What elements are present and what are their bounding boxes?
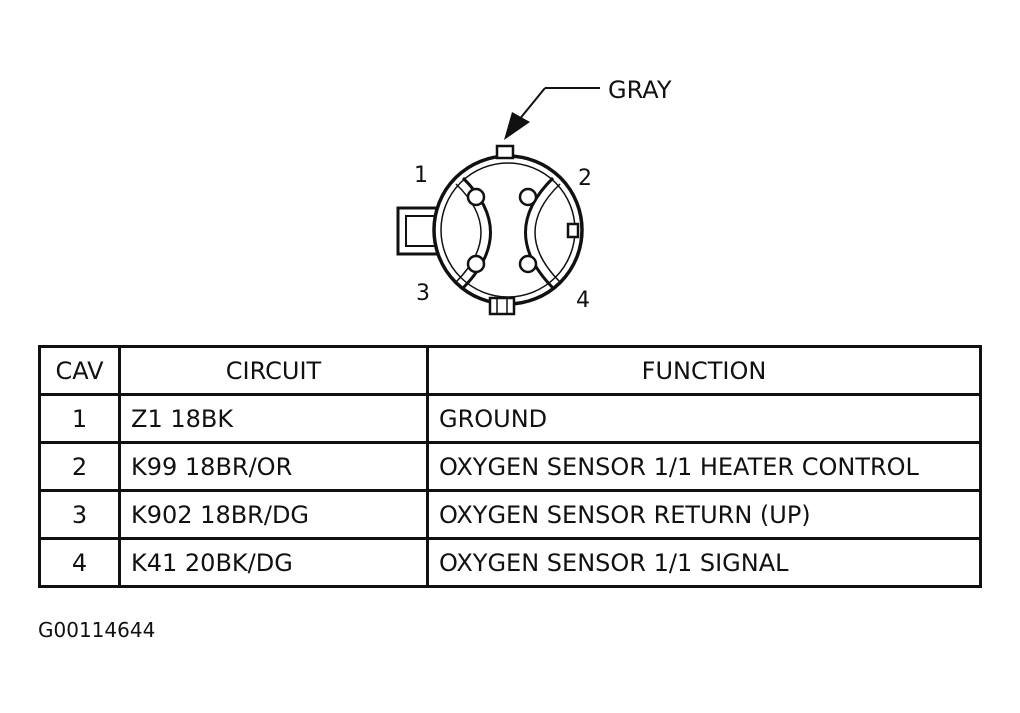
cell-cav: 4: [38, 537, 121, 588]
header-function: FUNCTION: [426, 345, 982, 396]
connector-right-key: [566, 222, 580, 239]
table-row: 4 K41 20BK/DG OXYGEN SENSOR 1/1 SIGNAL: [38, 537, 982, 588]
pin-label-1: 1: [414, 163, 428, 188]
connector-bottom-tab: [488, 296, 516, 316]
pin-cavity-2: [518, 187, 538, 207]
pin-label-4: 4: [576, 288, 590, 313]
header-circuit: CIRCUIT: [118, 345, 429, 396]
header-cav: CAV: [38, 345, 121, 396]
connector-divider-right: [524, 176, 555, 290]
cell-function: OXYGEN SENSOR 1/1 SIGNAL: [426, 537, 982, 588]
table-row: 3 K902 18BR/DG OXYGEN SENSOR RETURN (UP): [38, 489, 982, 540]
pin-label-3: 3: [416, 281, 430, 306]
pin-cavity-3: [466, 254, 486, 274]
connector-divider-left-inner: [455, 183, 482, 283]
connector-divider-right-inner: [534, 183, 561, 283]
table-row: 1 Z1 18BK GROUND: [38, 393, 982, 444]
cell-cav: 1: [38, 393, 121, 444]
cell-cav: 2: [38, 441, 121, 492]
connector-diagram: GRAY 1 2 3 4: [396, 76, 672, 316]
table-row: 2 K99 18BR/OR OXYGEN SENSOR 1/1 HEATER C…: [38, 441, 982, 492]
cell-circuit: K902 18BR/DG: [118, 489, 429, 540]
cell-circuit: Z1 18BK: [118, 393, 429, 444]
cell-function: OXYGEN SENSOR 1/1 HEATER CONTROL: [426, 441, 982, 492]
table-header-row: CAV CIRCUIT FUNCTION: [38, 345, 982, 396]
cell-cav: 3: [38, 489, 121, 540]
connector-top-key: [495, 144, 515, 160]
cell-circuit: K99 18BR/OR: [118, 441, 429, 492]
cell-circuit: K41 20BK/DG: [118, 537, 429, 588]
pinout-table: CAV CIRCUIT FUNCTION 1 Z1 18BK GROUND 2 …: [38, 345, 982, 588]
color-leader: [504, 87, 600, 140]
cell-function: OXYGEN SENSOR RETURN (UP): [426, 489, 982, 540]
connector-color-label: GRAY: [608, 76, 672, 104]
pin-label-2: 2: [578, 166, 592, 191]
pin-cavity-4: [518, 254, 538, 274]
cell-function: GROUND: [426, 393, 982, 444]
figure-id: G00114644: [38, 618, 156, 642]
pin-cavity-1: [466, 187, 486, 207]
